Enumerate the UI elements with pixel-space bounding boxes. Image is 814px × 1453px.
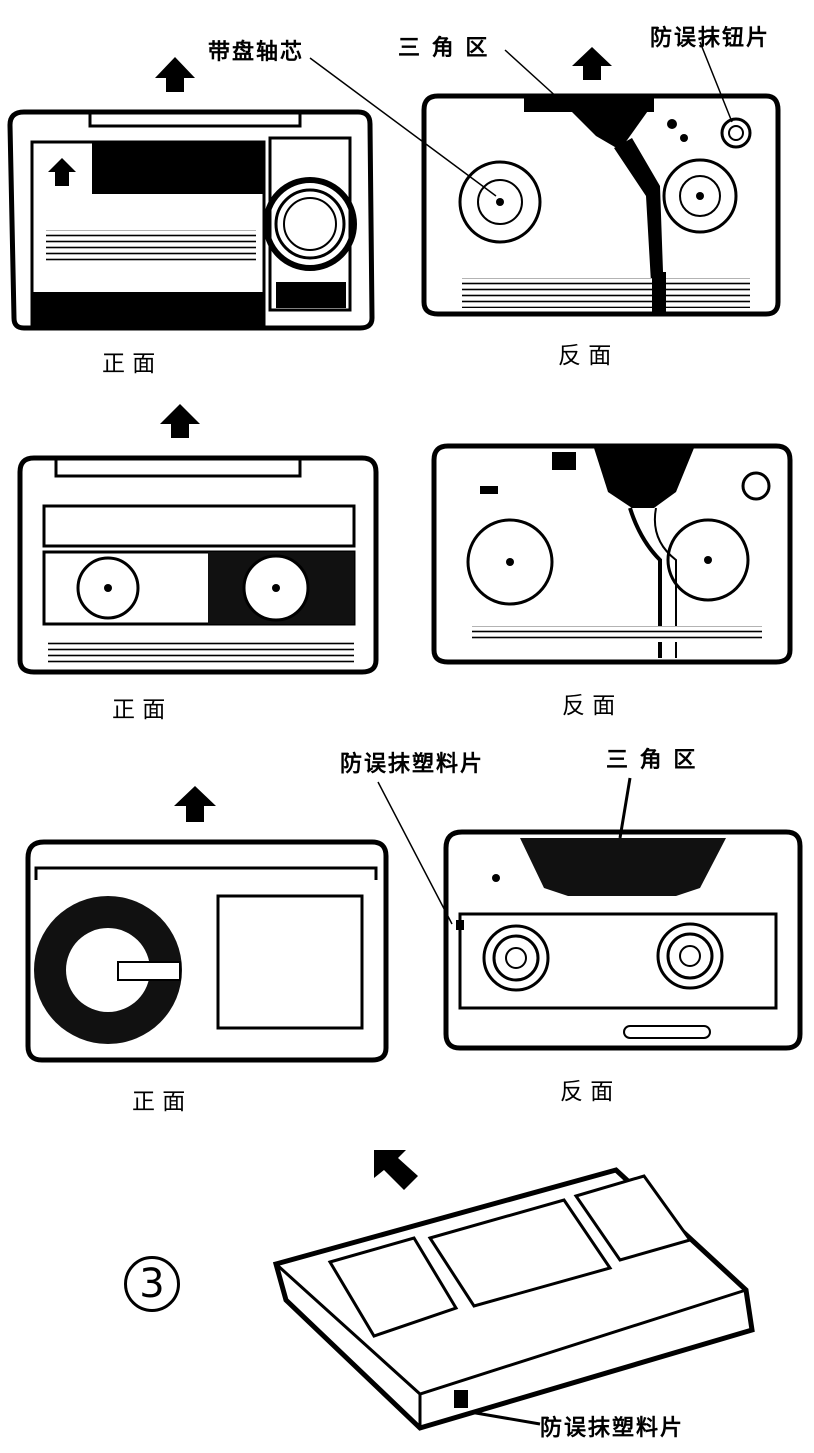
triangle-zone-label: 三 角 区 [398, 36, 490, 61]
cassette-2-front [17, 455, 379, 675]
caption-back: 反 面 [558, 343, 612, 369]
cassette-3-front [25, 839, 389, 1063]
caption-front: 正 面 [112, 697, 166, 723]
caption-back: 反 面 [560, 1079, 614, 1105]
up-arrow-icon [155, 57, 195, 92]
caption-back: 反 面 [562, 693, 616, 719]
figure-number-circle [124, 1256, 180, 1312]
erase-tab-label: 防误抹钮片 [650, 26, 771, 51]
cassette-3d-view [272, 1167, 755, 1431]
up-arrow-icon [174, 786, 216, 822]
erase-plastic-label: 防误抹塑料片 [540, 1416, 685, 1441]
reel-hub-label: 带盘轴芯 [208, 40, 305, 65]
caption-front: 正 面 [132, 1089, 186, 1115]
erase-plastic-label: 防误抹塑料片 [340, 752, 485, 777]
up-arrow-icon [160, 404, 200, 438]
cassette-1-back [421, 93, 781, 317]
figure-number: 3 [139, 1261, 165, 1307]
cassette-1-front [7, 109, 375, 331]
diagonal-arrow-icon [374, 1150, 418, 1190]
cassette-2-back [431, 443, 793, 665]
cassette-3-back [443, 829, 803, 1051]
up-arrow-icon [572, 47, 612, 80]
caption-front: 正 面 [102, 351, 156, 377]
triangle-zone-label: 三 角 区 [606, 748, 698, 773]
